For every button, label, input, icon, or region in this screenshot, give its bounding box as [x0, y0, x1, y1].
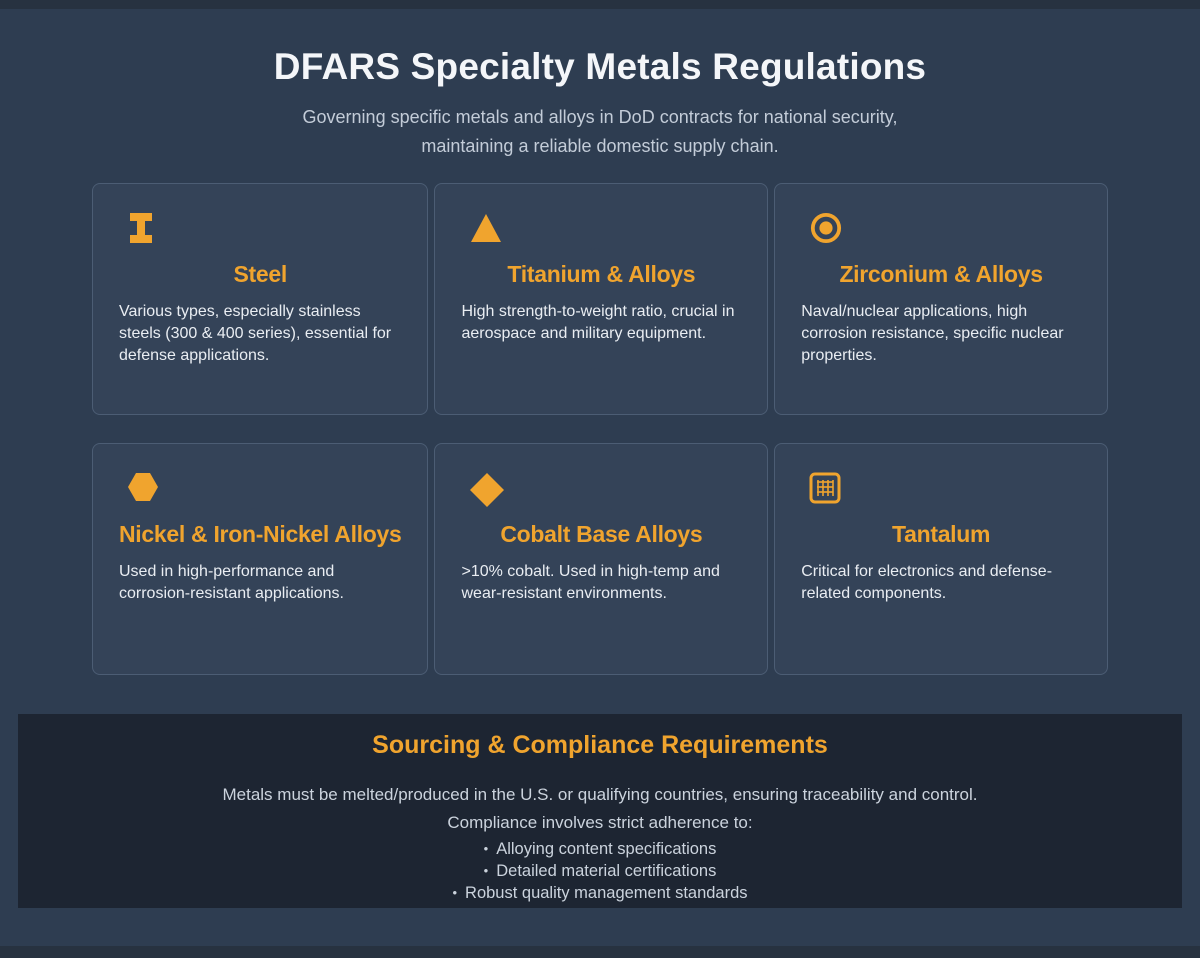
page-subtitle-line2: maintaining a reliable domestic supply c…: [421, 136, 779, 156]
card-body: Critical for electronics and defense-rel…: [801, 563, 1053, 602]
card-title: Zirconium & Alloys: [839, 261, 1043, 287]
diamond-icon: [469, 472, 741, 507]
bullet-icon: •: [483, 841, 489, 856]
card-title: Steel: [233, 261, 288, 287]
list-item: • Robust quality management standards: [18, 882, 1182, 904]
card-cobalt: Cobalt Base Alloys >10% cobalt. Used in …: [434, 443, 769, 675]
ibeam-icon: [127, 212, 401, 244]
bullet-text: Alloying content specifications: [496, 840, 717, 858]
card-zirconium: Zirconium & Alloys Naval/nuclear applica…: [774, 183, 1108, 415]
grid-chip-icon: [809, 472, 1081, 504]
compliance-line2: Compliance involves strict adherence to:: [447, 813, 753, 832]
bullet-icon: •: [483, 863, 489, 878]
page-subtitle-line1: Governing specific metals and alloys in …: [302, 107, 898, 127]
card-body: >10% cobalt. Used in high-temp and wear-…: [461, 563, 720, 602]
list-item: • Detailed material certifications: [18, 860, 1182, 882]
card-steel: Steel Various types, especially stainles…: [92, 183, 429, 415]
triangle-icon: [469, 212, 741, 244]
bullet-text: Detailed material certifications: [496, 862, 717, 880]
page-subtitle: Governing specific metals and alloys in …: [0, 103, 1200, 161]
card-nickel: Nickel & Iron-Nickel Alloys Used in high…: [92, 443, 429, 675]
header: DFARS Specialty Metals Regulations Gover…: [0, 46, 1200, 161]
card-body: Used in high-performance and corrosion-r…: [119, 563, 344, 602]
target-circle-icon: [809, 212, 1081, 244]
card-title: Nickel & Iron-Nickel Alloys: [119, 521, 402, 547]
card-tantalum: Tantalum Critical for electronics and de…: [774, 443, 1108, 675]
card-title: Cobalt Base Alloys: [500, 521, 703, 547]
page-title: DFARS Specialty Metals Regulations: [273, 46, 927, 87]
metal-cards-grid: Steel Various types, especially stainles…: [92, 183, 1108, 675]
compliance-bullet-list: • Alloying content specifications • Detail…: [18, 838, 1182, 904]
compliance-panel: Sourcing & Compliance Requirements Metal…: [18, 714, 1182, 908]
card-titanium: Titanium & Alloys High strength-to-weigh…: [434, 183, 769, 415]
bullet-text: Robust quality management standards: [465, 884, 748, 902]
bullet-icon: •: [452, 885, 458, 900]
list-item: • Alloying content specifications: [18, 838, 1182, 860]
hexagon-icon: [127, 472, 401, 504]
card-body: High strength-to-weight ratio, crucial i…: [461, 303, 735, 342]
compliance-line1: Metals must be melted/produced in the U.…: [222, 785, 978, 804]
card-body: Various types, especially stainless stee…: [119, 303, 392, 364]
bottom-edge-bar: [0, 946, 1200, 958]
card-title: Titanium & Alloys: [507, 261, 696, 287]
top-edge-bar: [0, 0, 1200, 9]
compliance-title: Sourcing & Compliance Requirements: [372, 731, 828, 759]
card-title: Tantalum: [892, 521, 991, 547]
card-body: Naval/nuclear applications, high corrosi…: [801, 303, 1064, 364]
